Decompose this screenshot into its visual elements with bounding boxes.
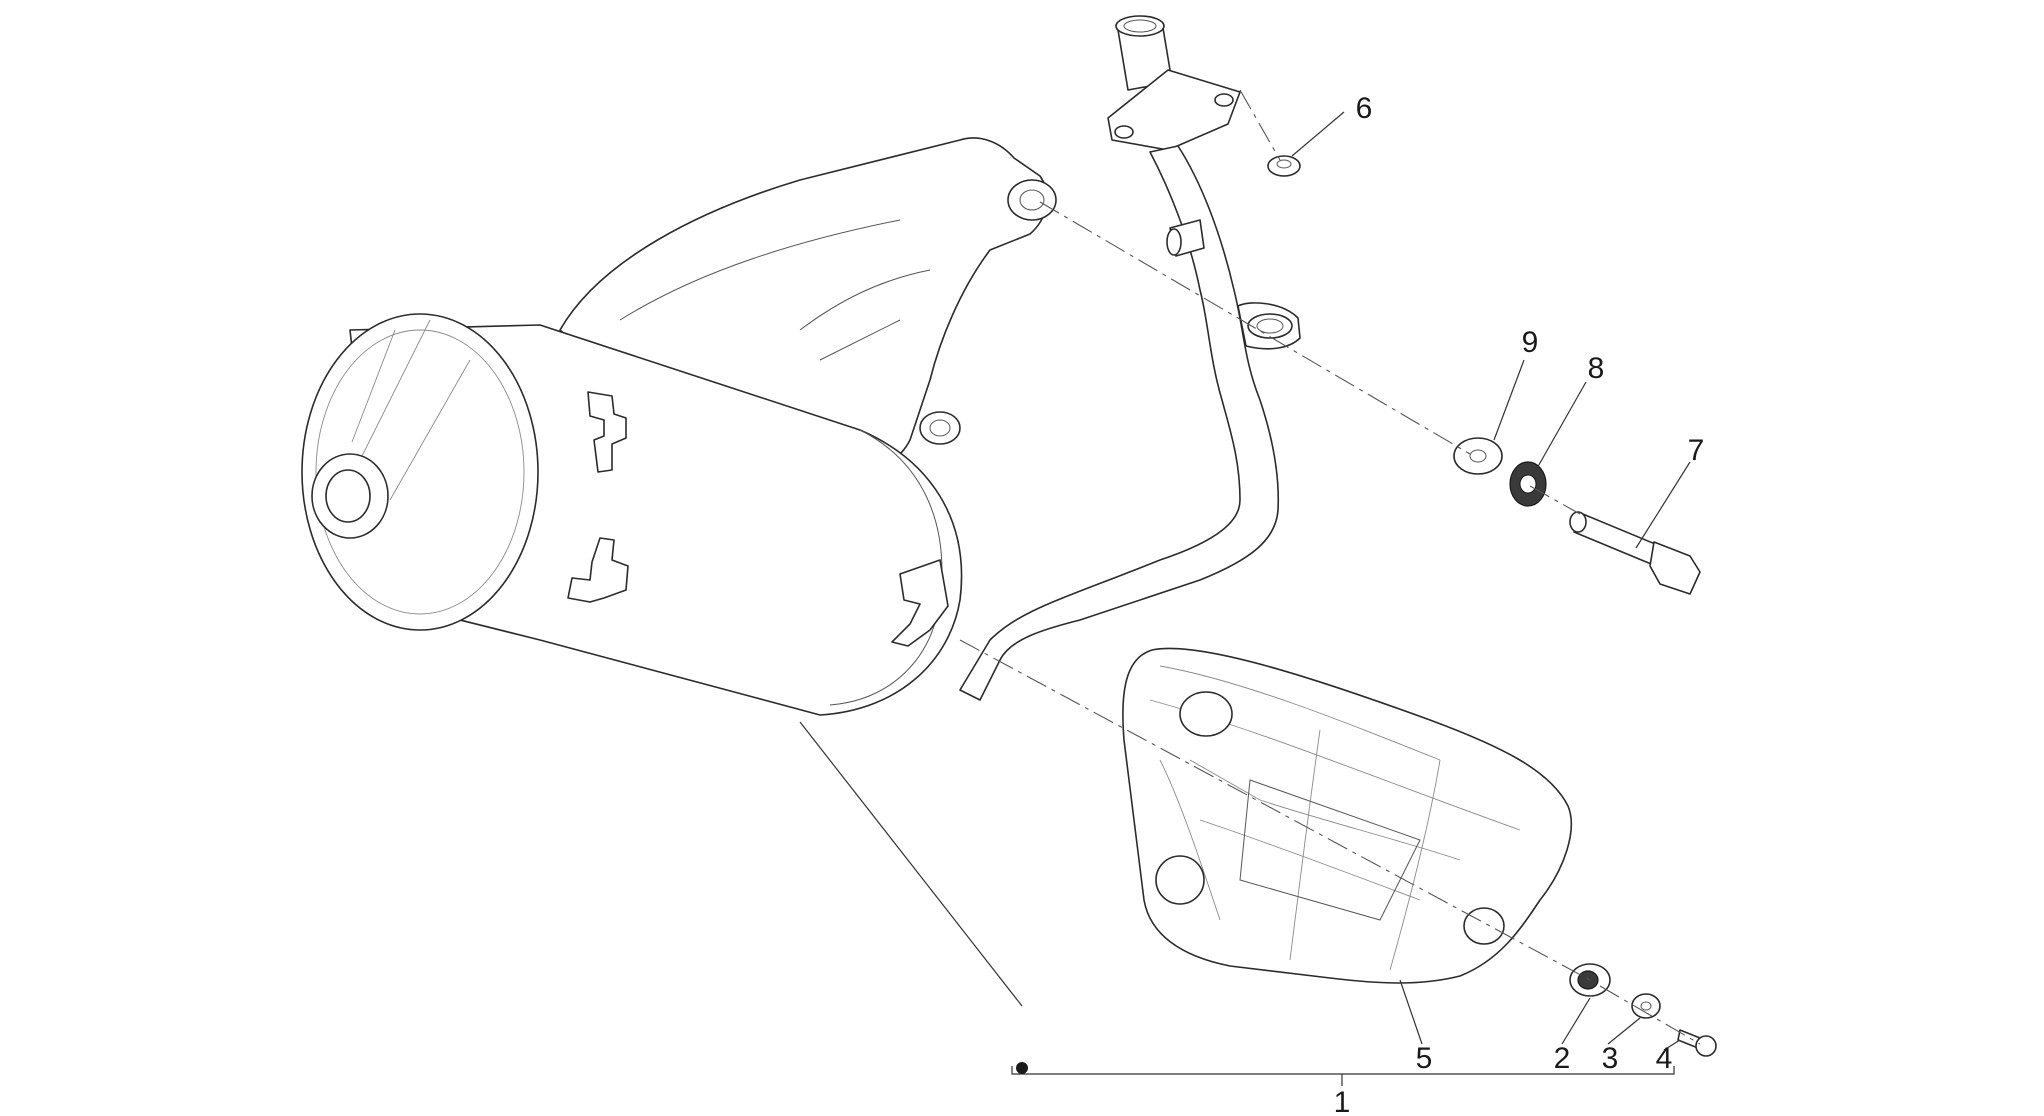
callout-9: 9 — [1522, 326, 1539, 359]
assembly-dot — [1016, 1062, 1028, 1074]
callout-8: 8 — [1588, 352, 1605, 385]
callout-6: 6 — [1356, 92, 1373, 125]
callout-3: 3 — [1602, 1042, 1619, 1075]
callout-5: 5 — [1416, 1042, 1433, 1075]
flange-nut — [1267, 155, 1301, 177]
callout-7: 7 — [1688, 434, 1705, 467]
callout-2: 2 — [1554, 1042, 1571, 1075]
muffler-body — [301, 313, 963, 716]
small-screw — [1677, 1029, 1717, 1057]
callout-4: 4 — [1656, 1042, 1673, 1075]
assembly-axes — [959, 89, 1701, 1045]
leader-lines — [799, 111, 1691, 1086]
plain-washer — [1453, 437, 1503, 475]
small-washer — [1631, 993, 1661, 1019]
heat-shield — [1122, 647, 1572, 984]
exhaust-header-pipe — [959, 15, 1301, 701]
toothed-lock-washer — [1509, 461, 1547, 507]
callout-1: 1 — [1334, 1086, 1351, 1116]
hex-bolt — [1569, 511, 1701, 595]
